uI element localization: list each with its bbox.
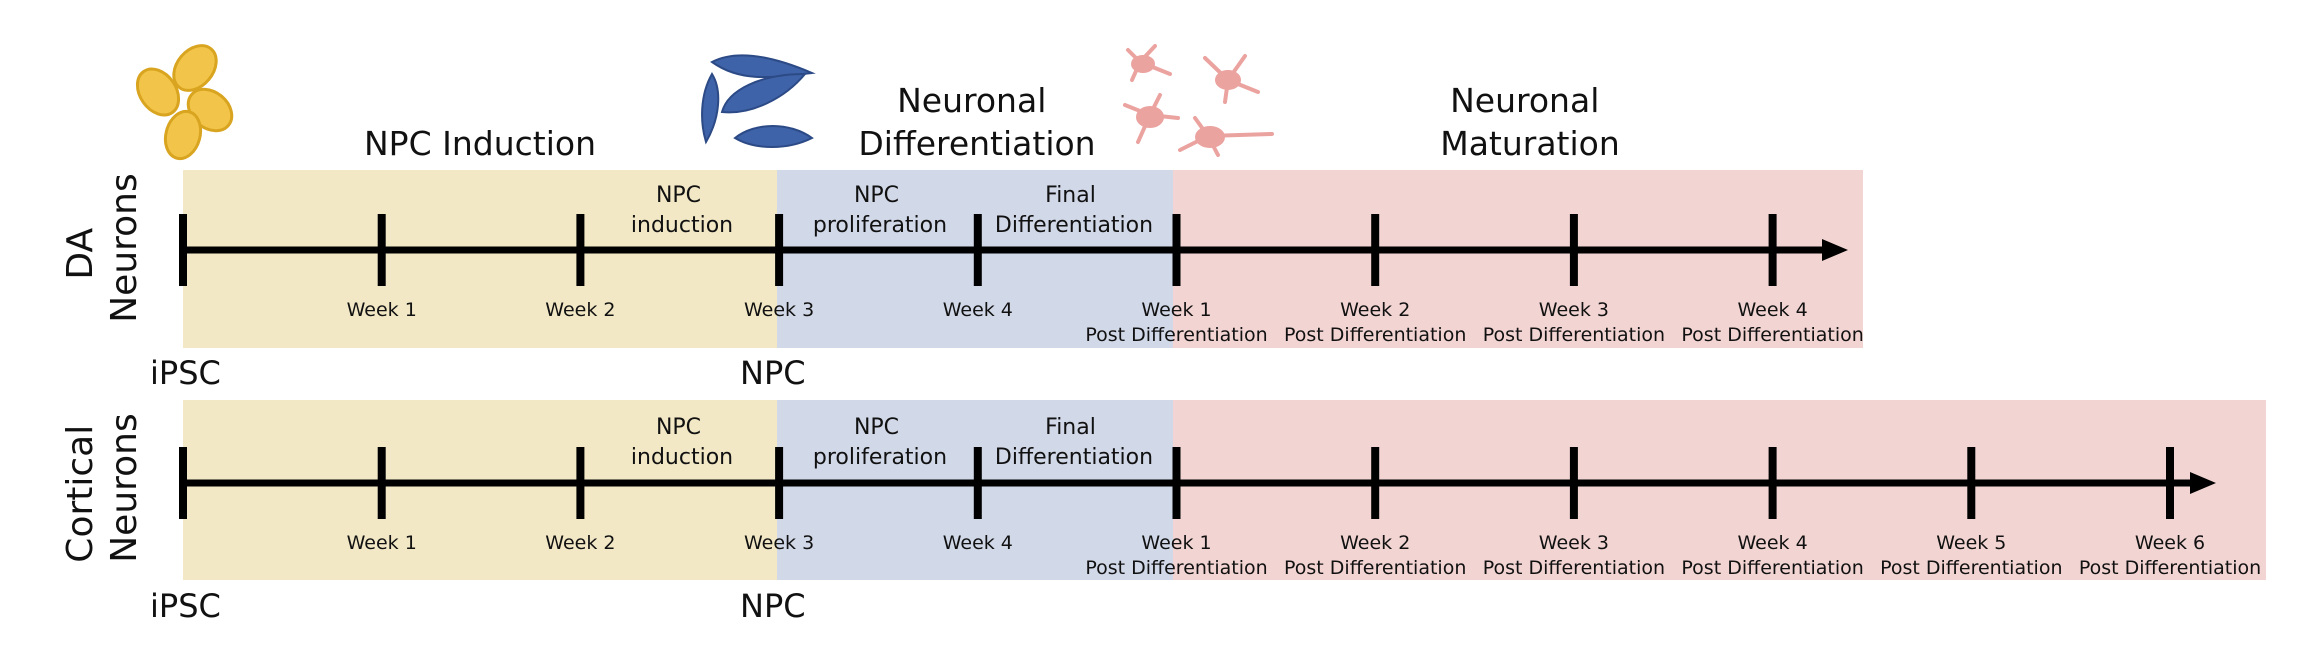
week-label-line: Week 6 <box>2135 532 2205 554</box>
post-differentiation-line: Post Differentiation <box>1483 324 1665 346</box>
post-differentiation-line: Post Differentiation <box>1085 324 1267 346</box>
week-label: Week 6 Post Differentiation <box>2079 532 2261 579</box>
week-label: Week 3 Post Differentiation <box>1483 532 1665 579</box>
post-differentiation-line: Post Differentiation <box>2079 557 2261 579</box>
da-npc-induction-line1: NPC <box>656 183 701 208</box>
da-final-differentiation-label: Final Differentiation <box>995 183 1153 238</box>
cortical-final-differentiation-label: Final Differentiation <box>995 415 1153 470</box>
week-label-line: Week 1 <box>1141 532 1211 554</box>
cortical-neurons-side-line2: Neurons <box>104 413 145 563</box>
ipsc-cluster-icon <box>135 44 234 161</box>
cortical-neurons-side-line1: Cortical <box>60 425 101 563</box>
week-label: Week 3 <box>744 299 814 321</box>
cortical-npc-proliferation-line2: proliferation <box>813 445 947 470</box>
da-npc-proliferation-label: NPC proliferation <box>813 183 947 238</box>
track-da-neurons: NPC induction NPC proliferation Final Di… <box>150 170 1864 392</box>
week-label: Week 1 Post Differentiation <box>1085 299 1267 346</box>
phase-npc-induction-title: NPC Induction <box>364 124 596 163</box>
week-label: Week 3 <box>744 532 814 554</box>
cortical-ipsc-label: iPSC <box>150 587 221 625</box>
cortical-timeline-axis: Week 1 Week 2 Week 3 Week 4 Week 1 Post Diffe… <box>179 447 2261 579</box>
week-label-line: Week 3 <box>744 299 814 321</box>
week-label-line: Week 4 <box>1738 532 1808 554</box>
phase-maturation-line1: Neuronal <box>1450 81 1599 120</box>
week-label-line: Week 2 <box>1340 299 1410 321</box>
da-npc-induction-label: NPC induction <box>631 183 733 238</box>
post-differentiation-line: Post Differentiation <box>1284 557 1466 579</box>
week-label: Week 1 <box>347 532 417 554</box>
week-label: Week 2 Post Differentiation <box>1284 299 1466 346</box>
cortical-final-differentiation-line1: Final <box>1045 415 1096 440</box>
da-induction-band <box>183 170 777 348</box>
phase-neuronal-maturation-title: Neuronal Maturation <box>1440 81 1620 163</box>
phase-differentiation-line2: Differentiation <box>858 124 1095 163</box>
week-label-line: Week 3 <box>744 532 814 554</box>
cortical-induction-band <box>183 400 777 580</box>
timeline-arrowhead <box>2190 472 2216 494</box>
cortical-npc-proliferation-line1: NPC <box>854 415 899 440</box>
week-label-line: Week 1 <box>347 299 417 321</box>
cortical-neurons-side-label: Cortical Neurons <box>60 413 145 563</box>
week-label-line: Week 2 <box>545 299 615 321</box>
week-label-line: Week 1 <box>1141 299 1211 321</box>
week-label: Week 1 <box>347 299 417 321</box>
week-label-line: Week 4 <box>943 532 1013 554</box>
phase-neuronal-differentiation-title: Neuronal Differentiation <box>858 81 1095 163</box>
week-label-line: Week 2 <box>545 532 615 554</box>
cortical-npc-label: NPC <box>740 587 806 625</box>
da-npc-proliferation-line2: proliferation <box>813 213 947 238</box>
cortical-npc-induction-label: NPC induction <box>631 415 733 470</box>
post-differentiation-line: Post Differentiation <box>1483 557 1665 579</box>
cortical-maturation-band <box>1173 400 2266 580</box>
week-label: Week 2 <box>545 532 615 554</box>
da-timeline-axis: Week 1 Week 2 Week 3 Week 4 Week 1 Post Diffe… <box>179 214 1864 346</box>
week-label-line: Week 2 <box>1340 532 1410 554</box>
da-neurons-side-line2: Neurons <box>104 173 145 323</box>
track-cortical-neurons: NPC induction NPC proliferation Final Di… <box>150 400 2266 625</box>
post-differentiation-line: Post Differentiation <box>1085 557 1267 579</box>
phase-maturation-line2: Maturation <box>1440 124 1620 163</box>
week-label-line: Week 1 <box>347 532 417 554</box>
neuron-cells-icon <box>1123 44 1274 157</box>
timeline-arrowhead <box>1822 239 1848 261</box>
week-label-line: Week 3 <box>1539 299 1609 321</box>
phase-differentiation-line1: Neuronal <box>897 81 1046 120</box>
da-final-differentiation-line2: Differentiation <box>995 213 1153 238</box>
da-final-differentiation-line1: Final <box>1045 183 1096 208</box>
post-differentiation-line: Post Differentiation <box>1284 324 1466 346</box>
da-npc-induction-line2: induction <box>631 213 733 238</box>
week-label: Week 4 Post Differentiation <box>1681 532 1863 579</box>
da-neurons-side-label: DA Neurons <box>60 173 145 323</box>
week-label: Week 1 Post Differentiation <box>1085 532 1267 579</box>
da-ipsc-label: iPSC <box>150 354 221 392</box>
week-label: Week 2 Post Differentiation <box>1284 532 1466 579</box>
week-label: Week 4 <box>943 299 1013 321</box>
cortical-final-differentiation-line2: Differentiation <box>995 445 1153 470</box>
post-differentiation-line: Post Differentiation <box>1681 324 1863 346</box>
week-label-line: Week 4 <box>1738 299 1808 321</box>
cortical-npc-induction-line2: induction <box>631 445 733 470</box>
cortical-npc-induction-line1: NPC <box>656 415 701 440</box>
da-npc-proliferation-line1: NPC <box>854 183 899 208</box>
week-label-line: Week 5 <box>1936 532 2006 554</box>
week-label: Week 5 Post Differentiation <box>1880 532 2062 579</box>
post-differentiation-line: Post Differentiation <box>1681 557 1863 579</box>
week-label: Week 2 <box>545 299 615 321</box>
week-label: Week 4 <box>943 532 1013 554</box>
da-maturation-band <box>1173 170 1863 348</box>
cortical-npc-proliferation-label: NPC proliferation <box>813 415 947 470</box>
week-label-line: Week 3 <box>1539 532 1609 554</box>
npc-cells-icon <box>701 54 816 148</box>
week-label: Week 4 Post Differentiation <box>1681 299 1863 346</box>
da-npc-label: NPC <box>740 354 806 392</box>
post-differentiation-line: Post Differentiation <box>1880 557 2062 579</box>
week-label: Week 3 Post Differentiation <box>1483 299 1665 346</box>
da-neurons-side-line1: DA <box>60 227 101 279</box>
week-label-line: Week 4 <box>943 299 1013 321</box>
